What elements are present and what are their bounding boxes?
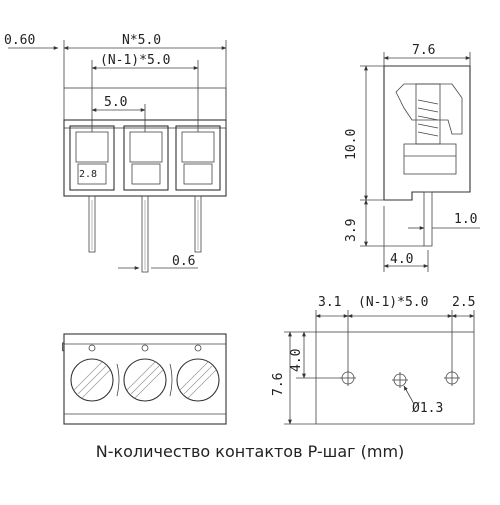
side-dim-height: 10.0	[344, 129, 359, 160]
side-dim-base: 4.0	[390, 252, 413, 267]
side-view: 7.6 10.0 3.9 1.0 4.0	[344, 43, 480, 272]
front-dim-pitch: 5.0	[104, 95, 127, 110]
front-terminal-3	[175, 125, 221, 191]
side-screw-thread	[417, 99, 439, 137]
front-terminal-2	[123, 125, 169, 191]
front-dim-overhang: 0.60	[4, 33, 35, 48]
footprint-hole-1	[340, 370, 356, 386]
footprint-hole-2	[392, 372, 408, 388]
front-dim-inner-span: (N-1)*5.0	[100, 53, 170, 68]
top-screw-2	[123, 344, 167, 402]
top-screw-1	[70, 344, 114, 402]
front-view: 0.60 N*5.0 (N-1)*5.0 5.0 0.6 2.8	[4, 33, 227, 273]
side-screw	[415, 83, 441, 145]
footprint-dim-edge-right: 2.5	[452, 295, 475, 310]
side-pin	[423, 191, 433, 247]
footprint-dim-hole: Ø1.3	[412, 401, 443, 416]
side-dim-pin-length: 3.9	[344, 219, 359, 242]
front-pins	[88, 195, 202, 273]
svg-text:[: [	[60, 342, 66, 353]
footprint-dim-row: 4.0	[289, 349, 304, 372]
drawing-caption: N-количество контактов P-шаг (mm)	[95, 442, 405, 461]
top-view: [	[60, 333, 227, 425]
top-screw-3	[176, 344, 220, 402]
front-dim-pin: 0.6	[172, 254, 195, 269]
front-dim-total-width: N*5.0	[122, 33, 161, 48]
footprint-view: 3.1 (N-1)*5.0 2.5 4.0 7.6 Ø1.3	[271, 295, 475, 425]
footprint-dim-edge-left: 3.1	[318, 295, 341, 310]
footprint-dim-depth: 7.6	[271, 373, 286, 396]
footprint-dim-span: (N-1)*5.0	[358, 295, 428, 310]
front-terminal-1	[69, 125, 115, 191]
side-dim-pin-offset: 1.0	[454, 212, 477, 227]
front-small-label: 2.8	[79, 169, 97, 180]
footprint-hole-3	[444, 370, 460, 386]
side-wire-entry	[403, 143, 457, 175]
top-body	[63, 333, 227, 425]
side-dim-width: 7.6	[412, 43, 435, 58]
side-body-outline	[383, 65, 471, 201]
